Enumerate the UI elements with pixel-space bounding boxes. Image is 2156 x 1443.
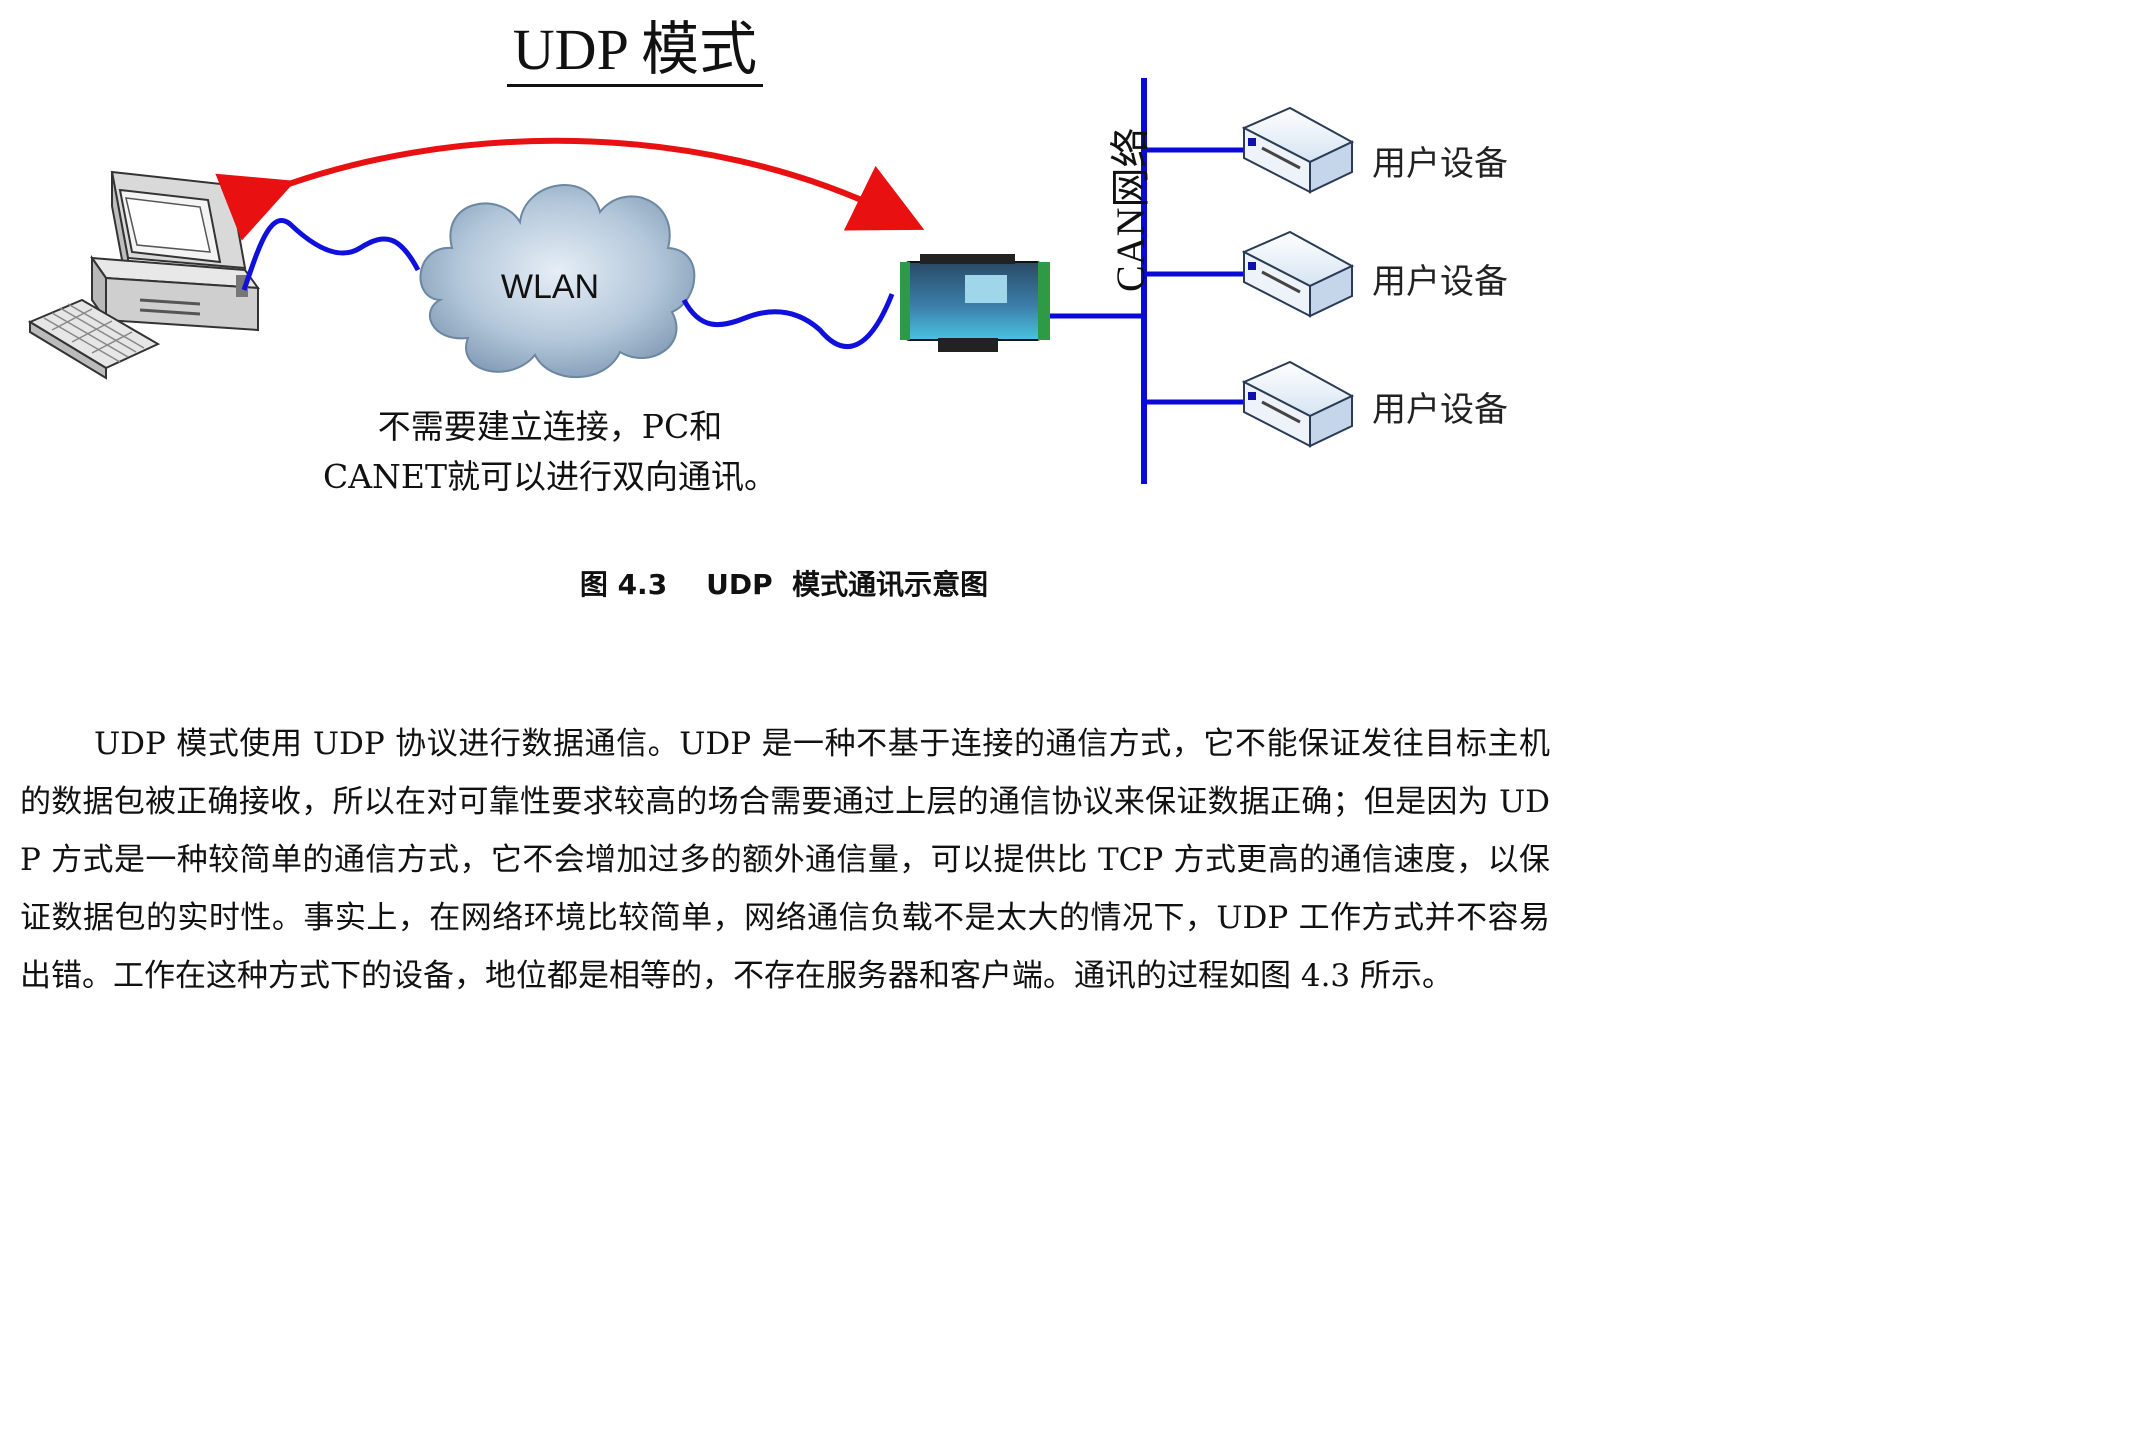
user-device-icon <box>1241 230 1355 318</box>
device-label-1: 用户设备 <box>1372 144 1508 184</box>
wlan-cloud-icon <box>419 184 696 379</box>
pc-link-line <box>241 218 421 291</box>
can-network-label: CAN网络 <box>1108 127 1153 292</box>
cloud-label: WLAN <box>501 268 599 306</box>
pc-icon <box>27 170 261 380</box>
diagram-note: 不需要建立连接，PC和 CANET就可以进行双向通讯。 <box>250 402 850 502</box>
note-line-1: 不需要建立连接，PC和 <box>377 407 723 446</box>
figure-caption: 图 4.3 UDP 模式通讯示意图 <box>579 568 989 601</box>
udp-diagram: WLAN <box>27 78 1355 484</box>
user-device-icon <box>1241 360 1355 448</box>
user-device-icon <box>1241 106 1355 194</box>
diagram-title-text: UDP 模式 <box>506 17 764 87</box>
note-line-2: CANET就可以进行双向通讯。 <box>322 457 778 496</box>
canet-module-icon <box>900 254 1050 352</box>
device-label-2: 用户设备 <box>1372 262 1508 302</box>
module-link-line <box>681 293 895 349</box>
diagram-title: UDP 模式 <box>0 2 1270 87</box>
bidirectional-arrow <box>215 137 925 241</box>
device-label-3: 用户设备 <box>1372 390 1508 430</box>
body-paragraph: UDP 模式使用 UDP 协议进行数据通信。UDP 是一种不基于连接的通信方式，… <box>20 726 1550 994</box>
